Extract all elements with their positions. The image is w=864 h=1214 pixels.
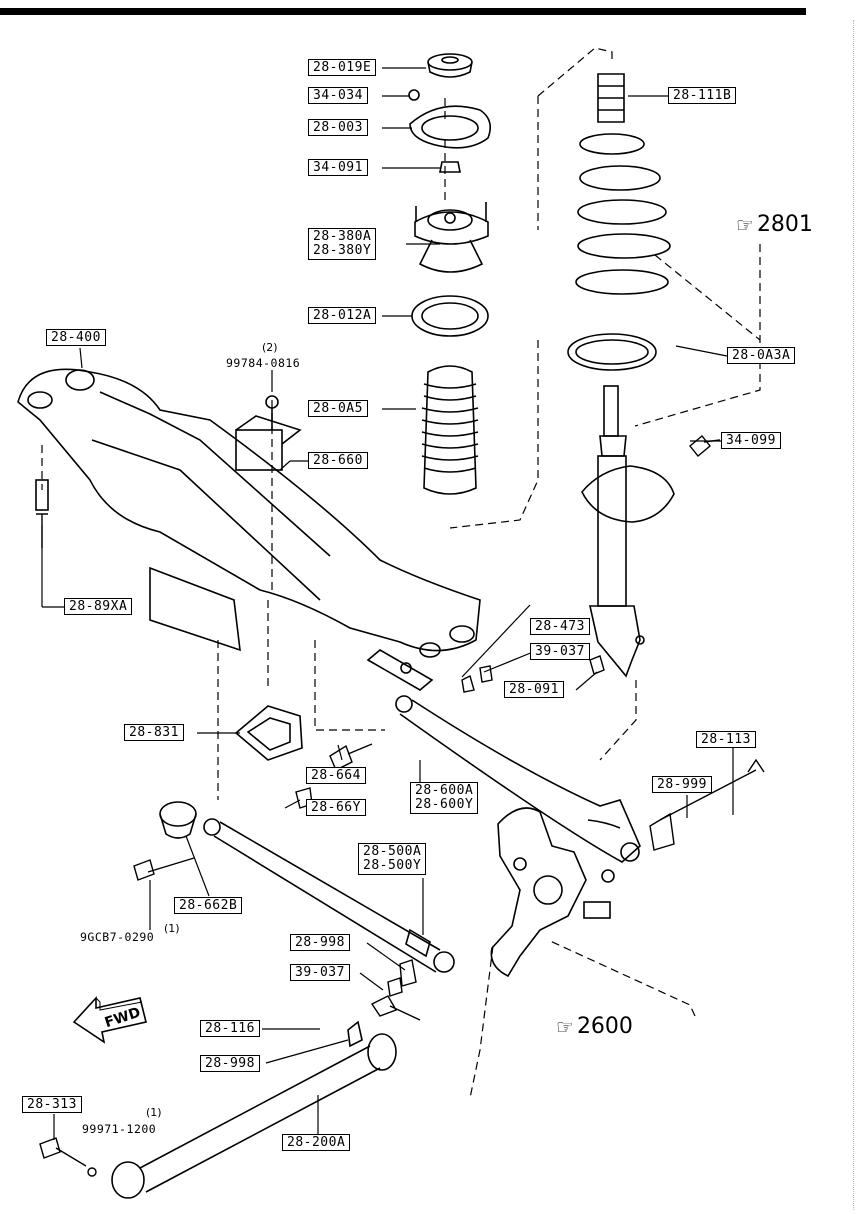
part-label-28-473[interactable]: 28-473 <box>530 618 590 635</box>
part-label-28-313[interactable]: 28-313 <box>22 1096 82 1113</box>
rubber-mount <box>234 705 303 761</box>
part-label-28-380A: 28-380A <box>313 229 372 244</box>
part-label-28-664[interactable]: 28-664 <box>306 767 366 784</box>
part-label-39-037-upper[interactable]: 39-037 <box>530 643 590 660</box>
part-label-28-660[interactable]: 28-660 <box>308 452 368 469</box>
part-label-28-200A[interactable]: 28-200A <box>282 1134 351 1151</box>
part-label-28-600A: 28-600A <box>415 783 474 798</box>
header-rule <box>0 8 806 15</box>
knuckle <box>490 807 615 978</box>
dust-boot <box>421 365 479 495</box>
part-label-28-662B[interactable]: 28-662B <box>174 897 243 914</box>
coil-spring <box>567 73 671 371</box>
part-number-9GCB7-0290[interactable]: 9GCB7-0290 <box>80 930 155 944</box>
part-label-39-037-lower[interactable]: 39-037 <box>290 964 350 981</box>
reference-2801-number: 2801 <box>756 212 813 237</box>
page-edge <box>853 20 862 1210</box>
part-label-28-998-lower[interactable]: 28-998 <box>200 1055 260 1072</box>
part-label-28-0A3A[interactable]: 28-0A3A <box>727 347 796 364</box>
part-number-99784-0816[interactable]: 99784-0816 <box>226 356 301 370</box>
part-label-28-113[interactable]: 28-113 <box>696 731 756 748</box>
part-number-99971-1200[interactable]: 99971-1200 <box>82 1122 157 1136</box>
part-label-28-116[interactable]: 28-116 <box>200 1020 260 1037</box>
lower-lateral-link <box>203 818 455 973</box>
forward-arrow-icon: FWD <box>72 995 147 1044</box>
part-label-28-500A: 28-500A <box>363 844 422 859</box>
part-label-28-500[interactable]: 28-500A 28-500Y <box>358 843 427 875</box>
part-label-28-400[interactable]: 28-400 <box>46 329 106 346</box>
part-label-28-600[interactable]: 28-600A 28-600Y <box>410 782 479 814</box>
part-label-34-091[interactable]: 34-091 <box>308 159 368 176</box>
assembly-lines <box>41 47 761 1099</box>
part-label-28-500Y: 28-500Y <box>363 858 422 873</box>
bolts <box>36 435 765 1177</box>
quantity-9GCB7: (1) <box>164 922 180 935</box>
part-label-28-019E[interactable]: 28-019E <box>308 59 377 76</box>
part-label-28-999[interactable]: 28-999 <box>652 776 712 793</box>
reference-2600[interactable]: ☞ 2600 <box>556 1014 633 1039</box>
bushing-cup <box>159 801 197 839</box>
trailing-link <box>111 1020 397 1199</box>
part-label-28-0A5[interactable]: 28-0A5 <box>308 400 368 417</box>
strut-mount-assembly <box>408 53 491 337</box>
upper-lateral-arm <box>395 695 641 863</box>
quantity-99784: (2) <box>262 341 278 354</box>
part-label-28-091[interactable]: 28-091 <box>504 681 564 698</box>
crossmember <box>17 368 481 691</box>
quantity-99971: (1) <box>146 1106 162 1119</box>
reference-2600-number: 2600 <box>576 1014 633 1039</box>
part-label-28-89XA[interactable]: 28-89XA <box>64 598 133 615</box>
part-label-28-380[interactable]: 28-380A 28-380Y <box>308 228 377 260</box>
part-label-28-66Y[interactable]: 28-66Y <box>306 799 366 816</box>
part-label-28-012A[interactable]: 28-012A <box>308 307 377 324</box>
reference-2801[interactable]: ☞ 2801 <box>736 212 813 237</box>
part-label-28-111B[interactable]: 28-111B <box>668 87 737 104</box>
pointing-hand-icon: ☞ <box>556 1014 574 1039</box>
part-label-28-003[interactable]: 28-003 <box>308 119 368 136</box>
part-label-34-099[interactable]: 34-099 <box>721 432 781 449</box>
part-label-28-600Y: 28-600Y <box>415 797 474 812</box>
leader-lines <box>41 67 734 1140</box>
shock-absorber <box>581 385 675 678</box>
part-label-28-998-upper[interactable]: 28-998 <box>290 934 350 951</box>
part-label-34-034[interactable]: 34-034 <box>308 87 368 104</box>
part-label-28-380Y: 28-380Y <box>313 243 372 258</box>
pointing-hand-icon: ☞ <box>736 212 754 237</box>
part-label-28-831[interactable]: 28-831 <box>124 724 184 741</box>
